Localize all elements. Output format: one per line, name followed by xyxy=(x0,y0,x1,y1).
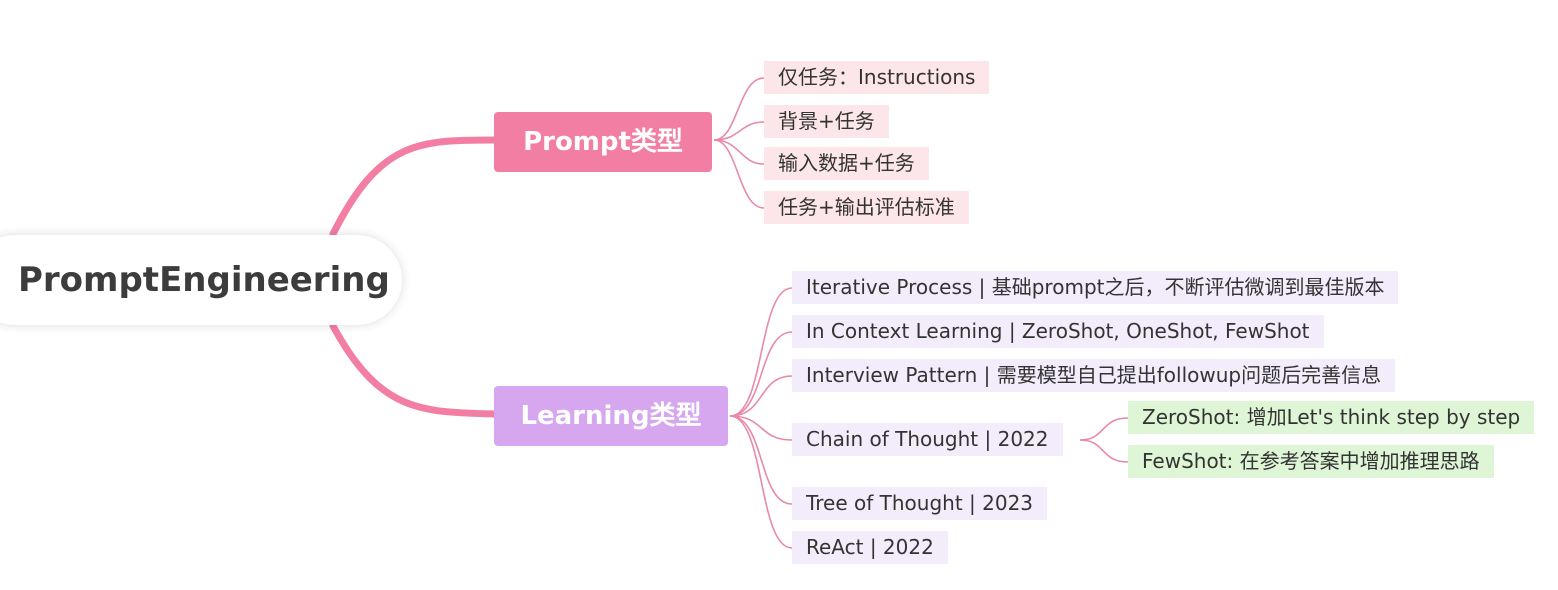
root-node[interactable]: PromptEngineering xyxy=(0,235,402,325)
branch-learning-types[interactable]: Learning类型 xyxy=(494,386,728,446)
learning-leaf-react[interactable]: ReAct | 2022 xyxy=(792,531,948,564)
prompt-leaf-input-task[interactable]: 输入数据+任务 xyxy=(764,147,929,180)
learning-leaf-tree-of-thought[interactable]: Tree of Thought | 2023 xyxy=(792,487,1048,520)
branch-prompt-types[interactable]: Prompt类型 xyxy=(494,112,712,172)
prompt-leaf-task-eval[interactable]: 任务+输出评估标准 xyxy=(764,191,969,224)
prompt-leaf-context-task[interactable]: 背景+任务 xyxy=(764,105,889,138)
cot-leaf-zeroshot[interactable]: ZeroShot: 增加Let's think step by step xyxy=(1128,401,1535,434)
cot-leaf-fewshot[interactable]: FewShot: 在参考答案中增加推理思路 xyxy=(1128,445,1494,478)
root-to-learning-connector xyxy=(329,322,498,418)
cot-leaf-connectors xyxy=(1079,417,1129,463)
learning-leaf-connectors xyxy=(729,287,793,549)
prompt-leaf-connectors xyxy=(713,77,765,209)
learning-leaf-chain-of-thought[interactable]: Chain of Thought | 2022 xyxy=(792,423,1063,456)
learning-leaf-interview-pattern[interactable]: Interview Pattern | 需要模型自己提出followup问题后完… xyxy=(792,359,1396,392)
root-to-prompt-connector xyxy=(329,136,498,238)
prompt-leaf-instructions[interactable]: 仅任务：Instructions xyxy=(764,61,990,94)
learning-leaf-iterative-process[interactable]: Iterative Process | 基础prompt之后，不断评估微调到最佳… xyxy=(792,271,1399,304)
learning-leaf-in-context-learning[interactable]: In Context Learning | ZeroShot, OneShot,… xyxy=(792,315,1324,348)
